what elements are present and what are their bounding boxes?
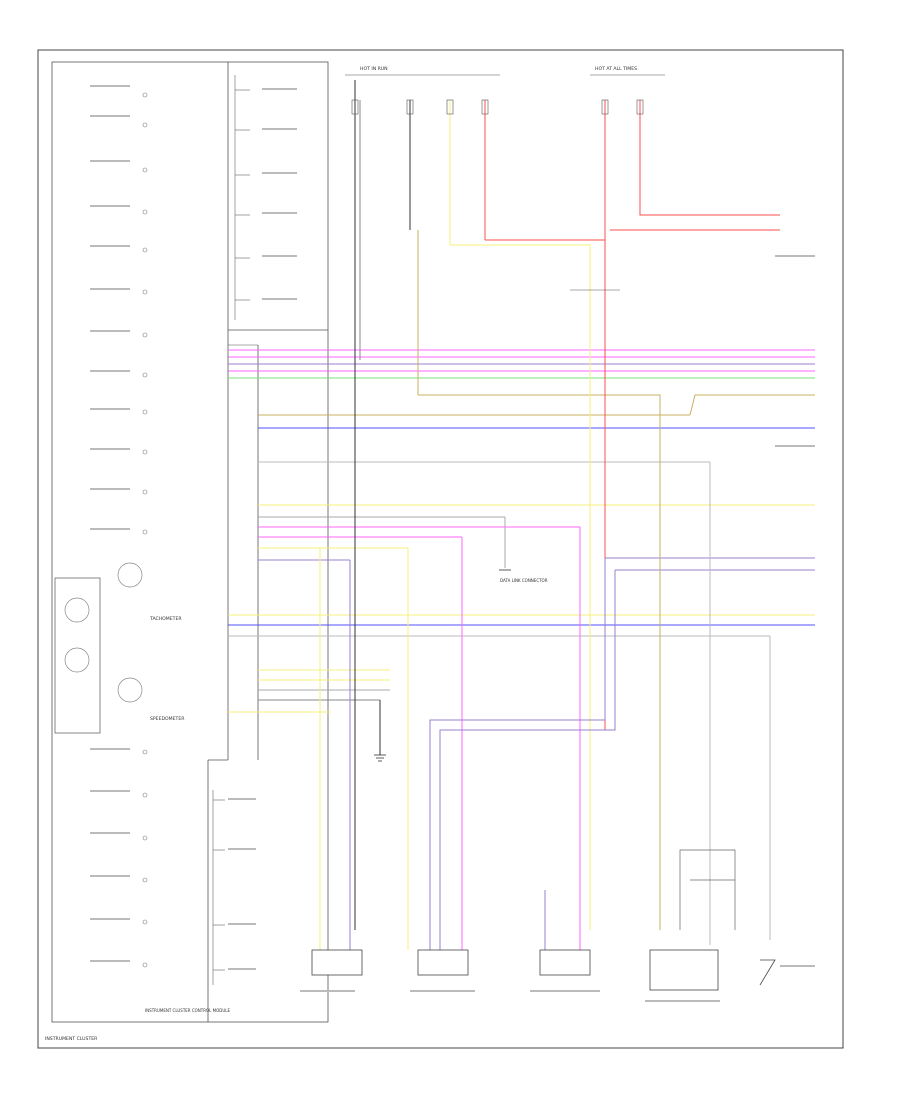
bottom-components (311, 949, 776, 991)
hot-in-run-label: HOT IN RUN (360, 66, 388, 72)
outside-air-temp-sensor (311, 949, 363, 976)
coolant-level-sensor (539, 949, 591, 976)
oil-pressure-switch (759, 959, 776, 986)
gauge-panel (54, 577, 101, 734)
indicator-lamps (142, 92, 148, 968)
coolant-gauge-icon (64, 647, 90, 673)
fuel-gauge-icon (64, 597, 90, 623)
instrument-cluster-box (51, 61, 329, 1023)
fuel-tank-sending-unit (649, 949, 719, 991)
tachometer-label: TACHOMETER (149, 616, 182, 622)
speedometer-icon (117, 677, 143, 703)
hot-at-all-times-label: HOT AT ALL TIMES (595, 66, 637, 72)
data-link-label: DATA LINK CONNECTOR (500, 578, 548, 583)
cluster-control-label: INSTRUMENT CLUSTER CONTROL MODULE (145, 1008, 230, 1013)
label-placeholders (90, 85, 815, 1002)
fuse-panel (345, 74, 665, 291)
cluster-internal-switches (212, 75, 250, 985)
speedometer-label: SPEEDOMETER (150, 716, 185, 722)
ground-icon (374, 569, 511, 762)
diagram-title: INSTRUMENT CLUSTER (45, 1036, 98, 1042)
brake-fluid-level-switch (417, 949, 469, 976)
tachometer-icon (117, 562, 143, 588)
wire-harness (228, 80, 815, 950)
diagram-frame (37, 49, 844, 1049)
